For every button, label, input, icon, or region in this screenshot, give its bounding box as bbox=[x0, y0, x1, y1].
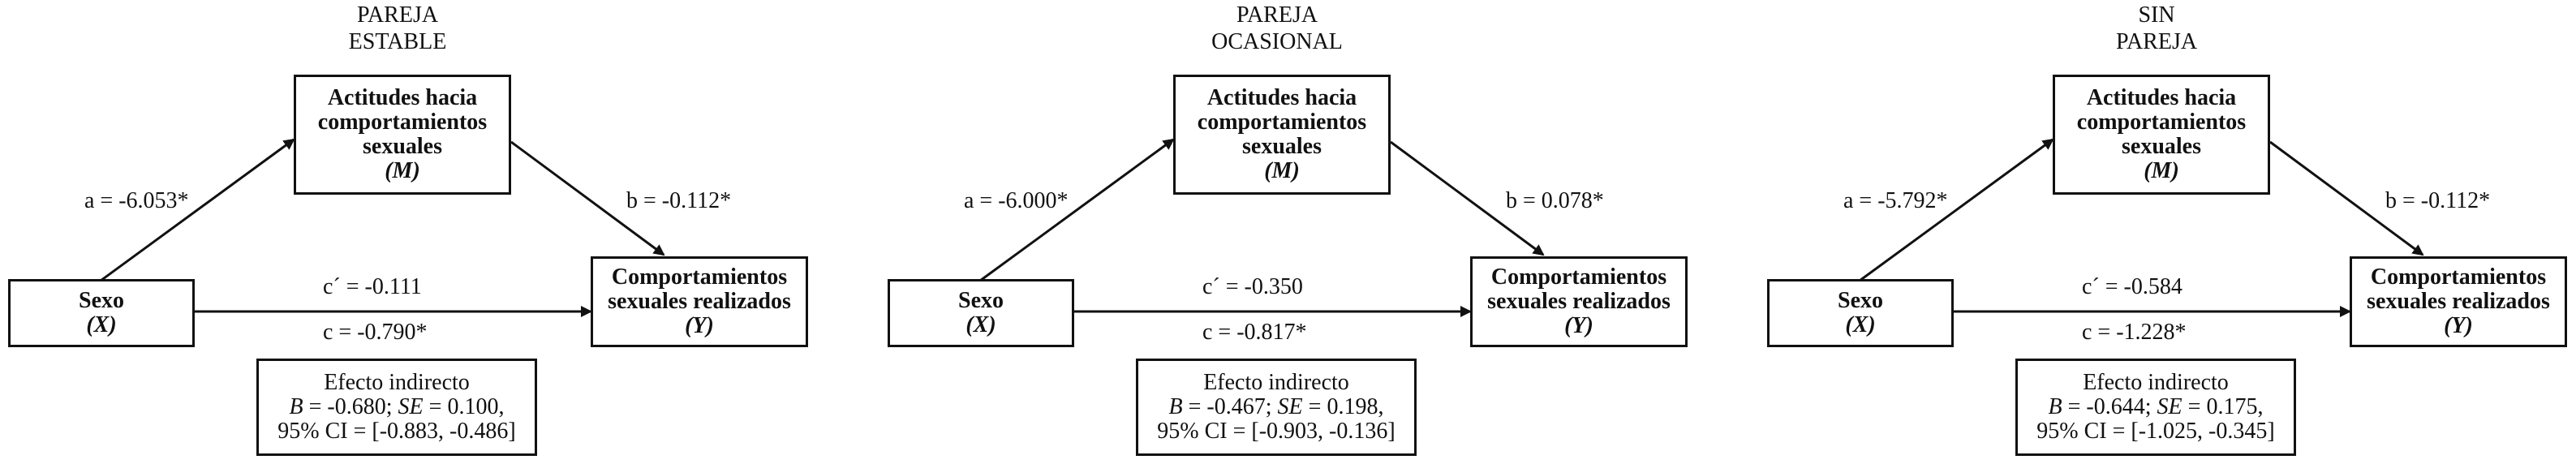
arrow-a bbox=[1859, 138, 2054, 282]
indirect-effect-stats: B = -0.644; SE = 0.175, bbox=[2049, 395, 2264, 419]
outcome-symbol: (Y) bbox=[685, 313, 714, 338]
outcome-label-line-1: Comportamientos bbox=[2370, 264, 2547, 290]
predictor-symbol: (X) bbox=[86, 312, 117, 337]
panel-title-line-1: SIN bbox=[2138, 2, 2175, 28]
predictor-symbol: (X) bbox=[1845, 312, 1876, 337]
path-c-prime-label: c´ = -0.584 bbox=[2082, 274, 2183, 299]
predictor-symbol: (X) bbox=[965, 312, 996, 337]
path-b-label: b = -0.112* bbox=[2385, 188, 2491, 213]
outcome-label-line-1: Comportamientos bbox=[611, 264, 788, 290]
predictor-box: Sexo (X) bbox=[8, 279, 195, 347]
outcome-symbol: (Y) bbox=[2444, 313, 2473, 338]
b-symbol: B bbox=[2048, 394, 2062, 419]
path-b-label: b = 0.078* bbox=[1506, 188, 1604, 213]
mediator-label-line-3: sexuales bbox=[363, 134, 442, 159]
predictor-label: Sexo bbox=[79, 288, 124, 313]
outcome-box: Comportamientos sexuales realizados (Y) bbox=[1470, 256, 1688, 347]
b-value: = -0.467; bbox=[1182, 394, 1278, 419]
path-arrows bbox=[1859, 138, 2424, 317]
path-c-label: c = -1.228* bbox=[2082, 320, 2187, 345]
path-b-label: b = -0.112* bbox=[626, 188, 732, 213]
mediator-label-line-2: comportamientos bbox=[317, 110, 488, 135]
outcome-symbol: (Y) bbox=[1564, 313, 1593, 338]
predictor-label: Sexo bbox=[958, 288, 1004, 313]
se-symbol: SE bbox=[398, 394, 424, 419]
predictor-label: Sexo bbox=[1838, 288, 1883, 313]
se-value: = 0.100, bbox=[423, 394, 505, 419]
panel-title-line-1: PAREJA bbox=[1236, 2, 1318, 28]
predictor-box: Sexo (X) bbox=[1767, 279, 1954, 347]
mediator-label-line-1: Actitudes hacia bbox=[1206, 85, 1357, 110]
se-value: = 0.198, bbox=[1302, 394, 1384, 419]
mediator-box: Actitudes hacia comportamientos sexuales… bbox=[294, 75, 511, 195]
indirect-effect-title: Efecto indirecto bbox=[324, 370, 470, 395]
path-arrows bbox=[100, 138, 665, 317]
outcome-box: Comportamientos sexuales realizados (Y) bbox=[591, 256, 808, 347]
panel-pareja-ocasional: PAREJA OCASIONAL Actitudes hacia comport… bbox=[879, 0, 1738, 464]
indirect-effect-box: Efecto indirecto B = -0.644; SE = 0.175,… bbox=[2015, 359, 2296, 456]
panel-sin-pareja: SIN PAREJA Actitudes hacia comportamient… bbox=[1759, 0, 2576, 464]
indirect-effect-title: Efecto indirecto bbox=[1203, 370, 1349, 395]
arrow-a bbox=[100, 138, 295, 282]
mediator-label-line-1: Actitudes hacia bbox=[2086, 85, 2237, 110]
outcome-label-line-1: Comportamientos bbox=[1490, 264, 1667, 290]
mediator-label-line-3: sexuales bbox=[1242, 134, 1322, 159]
ci-value: 95% CI = [-0.883, -0.486] bbox=[277, 419, 516, 444]
panel-title: PAREJA ESTABLE bbox=[276, 2, 519, 55]
indirect-effect-title: Efecto indirecto bbox=[2083, 370, 2229, 395]
ci-value: 95% CI = [-0.903, -0.136] bbox=[1157, 419, 1396, 444]
indirect-effect-box: Efecto indirecto B = -0.467; SE = 0.198,… bbox=[1136, 359, 1417, 456]
mediator-label-line-1: Actitudes hacia bbox=[327, 85, 478, 110]
panel-title: PAREJA OCASIONAL bbox=[1155, 2, 1399, 55]
path-a-label: a = -6.000* bbox=[964, 188, 1069, 213]
mediator-symbol: (M) bbox=[2144, 158, 2179, 183]
panel-pareja-estable: PAREJA ESTABLE Actitudes hacia comportam… bbox=[0, 0, 858, 464]
arrow-b bbox=[1390, 140, 1545, 256]
b-value: = -0.680; bbox=[303, 394, 398, 419]
path-c-prime-label: c´ = -0.111 bbox=[323, 274, 422, 299]
mediator-label-line-2: comportamientos bbox=[2076, 110, 2247, 135]
b-symbol: B bbox=[289, 394, 303, 419]
arrow-a bbox=[979, 138, 1175, 282]
panel-title-line-2: PAREJA bbox=[2115, 29, 2198, 54]
se-symbol: SE bbox=[1277, 394, 1303, 419]
outcome-label-line-2: sexuales realizados bbox=[608, 289, 791, 314]
mediator-box: Actitudes hacia comportamientos sexuales… bbox=[1173, 75, 1391, 195]
arrow-b bbox=[510, 140, 665, 256]
ci-value: 95% CI = [-1.025, -0.345] bbox=[2036, 419, 2275, 444]
predictor-box: Sexo (X) bbox=[888, 279, 1074, 347]
mediator-symbol: (M) bbox=[1264, 158, 1300, 183]
outcome-box: Comportamientos sexuales realizados (Y) bbox=[2350, 256, 2567, 347]
indirect-effect-stats: B = -0.680; SE = 0.100, bbox=[290, 395, 505, 419]
outcome-label-line-2: sexuales realizados bbox=[2367, 289, 2550, 314]
mediator-label-line-3: sexuales bbox=[2122, 134, 2201, 159]
panel-title: SIN PAREJA bbox=[2035, 2, 2278, 55]
path-arrows bbox=[979, 138, 1545, 317]
mediator-symbol: (M) bbox=[385, 158, 420, 183]
indirect-effect-box: Efecto indirecto B = -0.680; SE = 0.100,… bbox=[256, 359, 537, 456]
path-a-label: a = -5.792* bbox=[1843, 188, 1948, 213]
se-symbol: SE bbox=[2157, 394, 2183, 419]
se-value: = 0.175, bbox=[2182, 394, 2264, 419]
mediator-box: Actitudes hacia comportamientos sexuales… bbox=[2053, 75, 2270, 195]
arrow-b bbox=[2269, 140, 2424, 256]
b-value: = -0.644; bbox=[2062, 394, 2157, 419]
indirect-effect-stats: B = -0.467; SE = 0.198, bbox=[1169, 395, 1384, 419]
panel-title-line-1: PAREJA bbox=[356, 2, 439, 28]
path-c-label: c = -0.817* bbox=[1202, 320, 1307, 345]
path-c-label: c = -0.790* bbox=[323, 320, 428, 345]
outcome-label-line-2: sexuales realizados bbox=[1487, 289, 1671, 314]
panel-title-line-2: OCASIONAL bbox=[1211, 29, 1343, 54]
mediator-label-line-2: comportamientos bbox=[1197, 110, 1367, 135]
b-symbol: B bbox=[1168, 394, 1183, 419]
panel-title-line-2: ESTABLE bbox=[348, 29, 447, 54]
path-c-prime-label: c´ = -0.350 bbox=[1202, 274, 1303, 299]
path-a-label: a = -6.053* bbox=[84, 188, 189, 213]
